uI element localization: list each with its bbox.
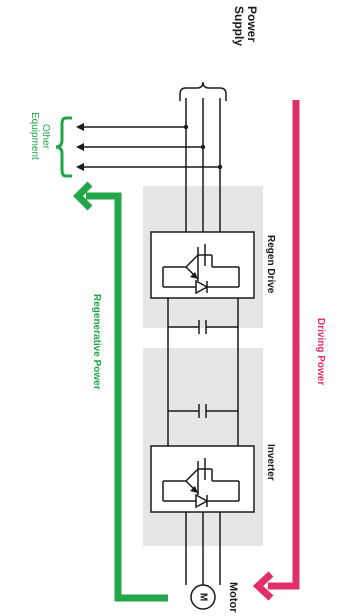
motor-icon: M <box>190 584 216 610</box>
regen-drive-converter <box>150 231 255 299</box>
capacitor-icon <box>168 320 238 334</box>
igbt-switch-icon <box>162 458 240 501</box>
power-supply-label: Power Supply <box>232 6 259 46</box>
motor-symbol: M <box>198 593 209 601</box>
diode-icon <box>163 493 239 509</box>
diode-icon <box>163 279 239 295</box>
inverter-label: Inverter <box>265 444 276 481</box>
motor-lines <box>185 512 221 585</box>
motor-label: Motor <box>227 582 239 613</box>
power-supply-brace <box>179 81 227 101</box>
capacitor-icon <box>168 404 238 418</box>
regenerative-power-arrow <box>73 181 168 602</box>
other-equipment-lines <box>76 123 223 171</box>
other-equipment-label: Other Equipment <box>29 112 51 160</box>
other-equipment-brace <box>55 116 72 178</box>
inverter-converter <box>150 445 255 513</box>
driving-power-label: Driving Power <box>315 318 326 385</box>
regenerative-power-label: Regenerative Power <box>91 294 102 390</box>
driving-power-arrow <box>252 100 300 601</box>
dc-bus <box>167 298 239 446</box>
igbt-switch-icon <box>162 244 240 287</box>
regen-drive-label: Regen Drive <box>265 235 276 294</box>
